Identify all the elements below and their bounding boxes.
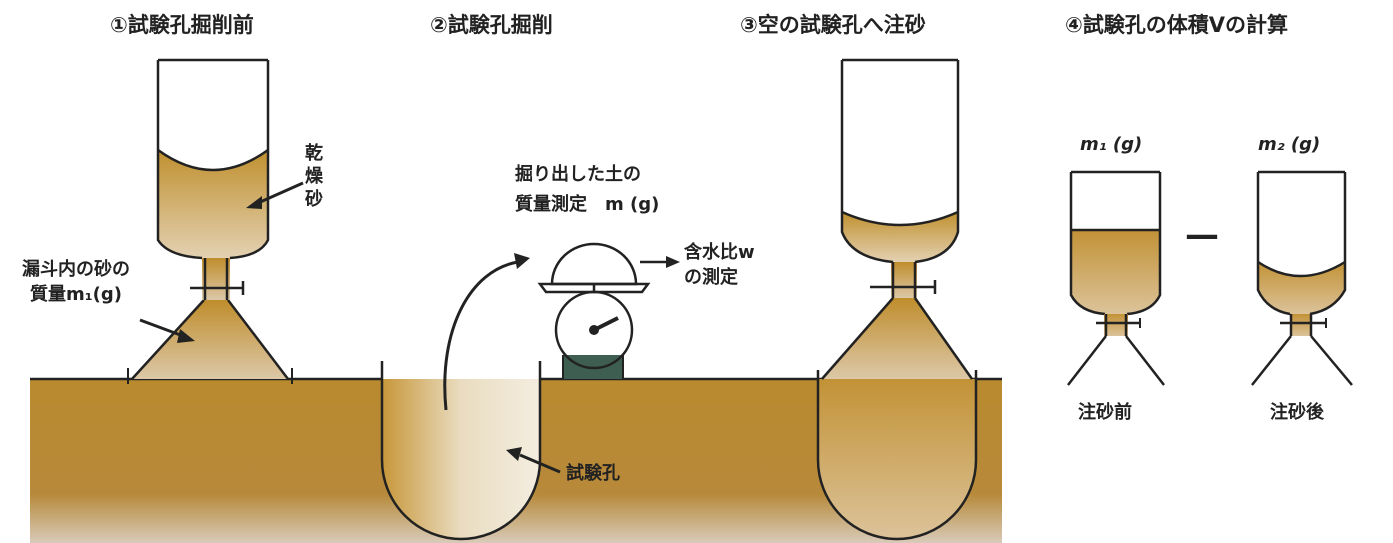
arrow-funnel-sand (139, 318, 195, 343)
label-dry-sand-2: 燥 (305, 166, 324, 187)
label-water-1: 含水比w (684, 241, 755, 263)
label-test-hole: 試験孔 (566, 462, 620, 484)
label-dry-sand-3: 砂 (305, 188, 323, 210)
step4-title: ④試験孔の体積Vの計算 (1065, 13, 1288, 37)
step3-sand-cone-filled-hole (816, 58, 978, 541)
step1-sand-cone-apparatus (127, 58, 293, 384)
arrow-dry-sand (246, 181, 304, 209)
step1-title: ①試験孔掘削前 (110, 13, 254, 37)
label-water-2: の測定 (684, 266, 738, 288)
label-m2: m₂ (g) (1258, 134, 1320, 155)
step4-before-pour-apparatus (1067, 170, 1165, 386)
step3-title: ③空の試験孔へ注砂 (740, 13, 926, 37)
minus-sign: — (1185, 215, 1219, 255)
label-before-pour: 注砂前 (1078, 401, 1132, 423)
label-dug-soil-1: 掘り出した土の (515, 163, 641, 185)
label-funnel-sand-2: 質量m₁(g) (30, 283, 122, 305)
step2-title: ②試験孔掘削 (430, 13, 553, 37)
label-dry-sand-1: 乾 (305, 142, 323, 164)
label-after-pour: 注砂後 (1270, 401, 1325, 423)
step4-after-pour-apparatus (1251, 170, 1353, 386)
step2-test-hole (380, 361, 542, 541)
weighing-scale (537, 242, 651, 379)
label-funnel-sand-1: 漏斗内の砂の (22, 258, 130, 280)
arrow-test-hole (506, 447, 561, 474)
label-dug-soil-2: 質量測定 m (g) (515, 193, 659, 215)
label-m1: m₁ (g) (1080, 134, 1142, 155)
arrow-soil-to-scale (443, 253, 530, 411)
arrow-water-content (640, 256, 680, 268)
